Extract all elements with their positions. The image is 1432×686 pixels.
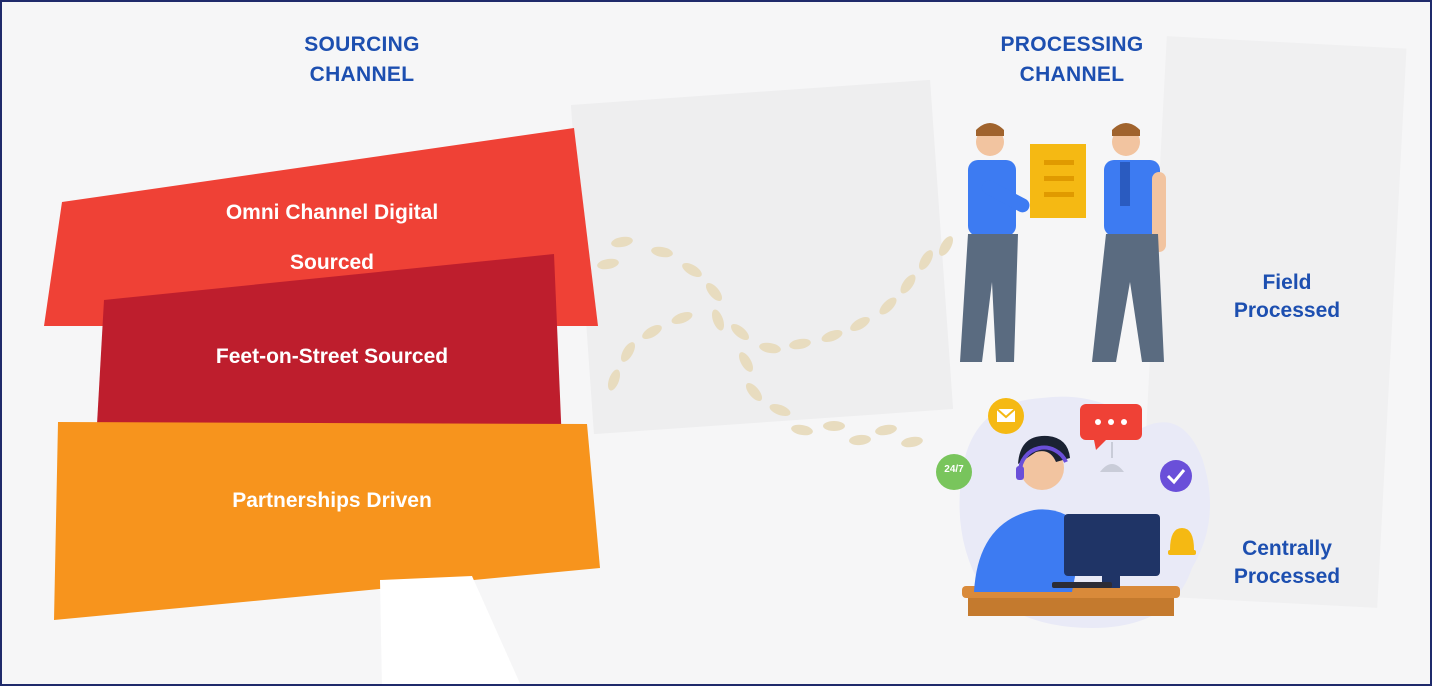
channel-feet-on-street-label: Feet-on-Street Sourced	[215, 345, 449, 368]
field-processed-line2: Processed	[1233, 299, 1341, 322]
channel-partnerships: Partnerships Driven	[182, 476, 482, 526]
channel-omni-digital-line1: Omni Channel Digital	[225, 201, 439, 224]
footprints-trail	[597, 236, 953, 448]
processing-heading-line1: PROCESSING	[1000, 33, 1144, 56]
channel-omni-digital: Omni Channel Digital Sourced	[152, 188, 512, 288]
processing-channel-heading: PROCESSING CHANNEL	[952, 30, 1192, 90]
sourcing-channel-heading: SOURCING CHANNEL	[252, 30, 472, 90]
sourcing-heading-line1: SOURCING	[304, 33, 420, 56]
channel-feet-on-street: Feet-on-Street Sourced	[142, 332, 522, 382]
centrally-processed-label: Centrally Processed	[1202, 535, 1372, 591]
processing-heading-line2: CHANNEL	[1019, 63, 1125, 86]
sourcing-heading-line2: CHANNEL	[309, 63, 415, 86]
field-processed-label: Field Processed	[1202, 269, 1372, 325]
support-hours-badge: 24/7	[944, 464, 964, 475]
call-center-agent-icon	[936, 396, 1210, 628]
band-white-notch	[380, 576, 521, 684]
partnerships-band	[54, 422, 600, 620]
handover-people-icon	[960, 123, 1166, 362]
channel-partnerships-label: Partnerships Driven	[232, 489, 432, 512]
field-processed-line1: Field	[1262, 271, 1312, 294]
centrally-processed-line1: Centrally	[1242, 537, 1332, 560]
feet-on-street-band	[96, 254, 562, 444]
channel-omni-digital-line2: Sourced	[289, 251, 375, 274]
centrally-processed-line2: Processed	[1233, 565, 1341, 588]
